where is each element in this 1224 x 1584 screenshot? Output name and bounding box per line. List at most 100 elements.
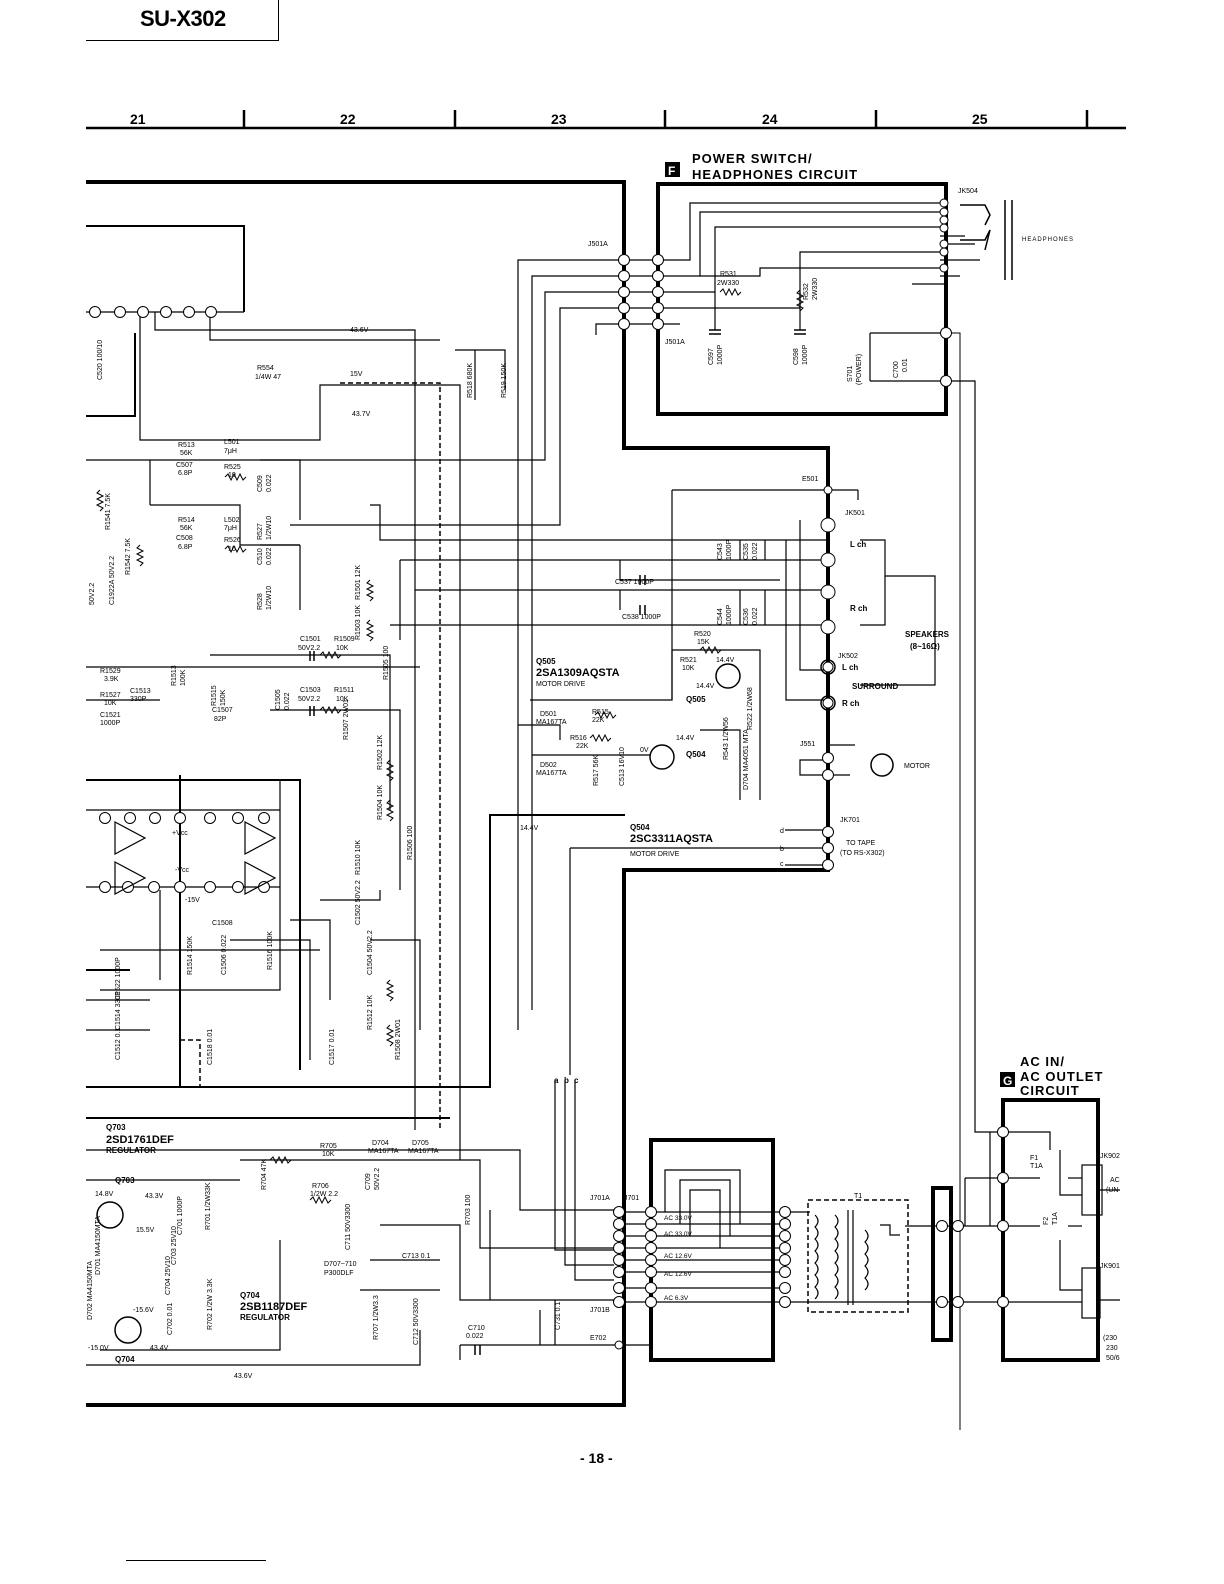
label-t1: T1 bbox=[854, 1193, 862, 1200]
label-d707-710-v: P300DLF bbox=[324, 1270, 354, 1277]
label-d705: D705 bbox=[412, 1140, 429, 1147]
label-c535: C535 bbox=[743, 543, 750, 560]
label-r701: R701 1/2W33K bbox=[205, 1182, 212, 1230]
grid-col-24: 24 bbox=[762, 111, 778, 127]
label-c543: C543 bbox=[717, 543, 724, 560]
label-v15n: -15V bbox=[185, 897, 200, 904]
label-un-side: (UN bbox=[1106, 1187, 1118, 1194]
label-r1527: R1527 bbox=[100, 692, 121, 699]
label-c598: C598 bbox=[793, 348, 800, 365]
label-c1508: C1508 bbox=[212, 920, 233, 927]
label-surround: SURROUND bbox=[852, 682, 898, 691]
section-f-title-2: HEADPHONES CIRCUIT bbox=[692, 167, 858, 182]
label-vcc-m: -Vcc bbox=[175, 867, 190, 874]
label-r531-v: 2W330 bbox=[717, 280, 739, 287]
label-d704w: D704 MA4051 MTA bbox=[743, 729, 750, 790]
label-q704-name: Q704 bbox=[240, 1291, 260, 1300]
label-c508-v: 6.8P bbox=[178, 544, 193, 551]
label-d702: D702 MA4150MTA bbox=[87, 1261, 94, 1320]
motor-symbol bbox=[870, 753, 894, 777]
label-v148: 14.8V bbox=[95, 1191, 114, 1198]
transformer bbox=[814, 1210, 900, 1305]
label-volt2: 230 bbox=[1106, 1345, 1118, 1352]
label-q504-desc: MOTOR DRIVE bbox=[630, 851, 680, 858]
label-motor: MOTOR bbox=[904, 763, 930, 770]
label-d704-v: MA167TA bbox=[368, 1148, 399, 1155]
label-r1502: R1502 12K bbox=[377, 735, 384, 770]
q504-symbol bbox=[649, 744, 675, 770]
op-amps bbox=[114, 821, 277, 895]
label-r531: R531 bbox=[720, 271, 737, 278]
label-rch2: R ch bbox=[842, 699, 859, 708]
label-r1541: R1541 7.5K bbox=[105, 493, 112, 530]
label-r1515: R1515 bbox=[211, 685, 218, 706]
label-c1512: C1512 0.1 bbox=[115, 1028, 122, 1060]
label-tape-c: c bbox=[780, 861, 784, 868]
resistors bbox=[95, 287, 805, 1205]
label-l502: L502 bbox=[224, 517, 240, 524]
inner-frames bbox=[86, 225, 625, 1119]
label-r1507: R1507 2W01 bbox=[343, 699, 350, 740]
label-volt1: (230 bbox=[1103, 1335, 1117, 1342]
label-r706-v: 1/2W 2.2 bbox=[310, 1191, 338, 1198]
label-c598-v: 1000P bbox=[802, 344, 809, 365]
label-v434: 43.4V bbox=[150, 1345, 169, 1352]
label-j701a: J701A bbox=[590, 1195, 610, 1202]
label-r526: R526 bbox=[224, 537, 241, 544]
grid-col-22: 22 bbox=[340, 111, 356, 127]
section-f-title-1: POWER SWITCH/ bbox=[692, 151, 813, 166]
label-c710-v: 0.022 bbox=[466, 1333, 484, 1340]
label-r1527-v: 10K bbox=[104, 700, 117, 707]
label-r554-v: 1/4W 47 bbox=[255, 374, 281, 381]
label-c710: C710 bbox=[468, 1325, 485, 1332]
label-c510: C510 bbox=[257, 548, 264, 565]
wiring bbox=[86, 202, 1120, 1430]
label-ac330b: AC 33.0V bbox=[664, 1231, 692, 1238]
label-d704: D704 bbox=[372, 1140, 389, 1147]
label-r532: R532 bbox=[803, 283, 810, 300]
q704-symbol bbox=[114, 1316, 142, 1344]
label-r702: R702 1/2W 3.3K bbox=[207, 1278, 214, 1330]
label-ac126a: AC 12.6V bbox=[664, 1253, 692, 1260]
label-c50v22: 50V2.2 bbox=[89, 583, 96, 605]
label-c700: C700 bbox=[893, 361, 900, 378]
grid-col-25: 25 bbox=[972, 111, 988, 127]
headphone-jack bbox=[960, 200, 1013, 280]
label-v0: 0V bbox=[640, 747, 649, 754]
label-to-tape: TO TAPE bbox=[846, 840, 876, 847]
label-q504-tag: Q504 bbox=[686, 750, 706, 759]
label-j501a: J501A bbox=[588, 241, 608, 248]
label-c520: C520 100/10 bbox=[97, 340, 104, 380]
label-c709-v: 50V2.2 bbox=[374, 1168, 381, 1190]
dashed-lines bbox=[180, 382, 909, 1313]
label-c597-v: 1000P bbox=[717, 344, 724, 365]
label-r707: R707 1/2W3.3 bbox=[373, 1295, 380, 1340]
label-r527: R527 bbox=[257, 523, 264, 540]
label-jk501: JK501 bbox=[845, 510, 865, 517]
label-ac330a: AC 33.0V bbox=[664, 1215, 692, 1222]
label-abc-c: c bbox=[574, 1076, 579, 1085]
label-c538: C538 1000P bbox=[622, 614, 661, 621]
label-ac126b: AC 12.6V bbox=[664, 1271, 692, 1278]
label-r1505: R1505 100 bbox=[383, 646, 390, 680]
label-c702: C702 0.01 bbox=[167, 1303, 174, 1335]
label-speakers: SPEAKERS bbox=[905, 630, 950, 639]
transistors bbox=[96, 659, 894, 1344]
label-r1513-v: 100K bbox=[180, 669, 187, 686]
label-r543: R543 1/2W56 bbox=[723, 717, 730, 760]
label-l501-v: 7μH bbox=[224, 448, 237, 455]
label-c1503: C1503 bbox=[300, 687, 321, 694]
label-c701: C701 1000P bbox=[177, 1196, 184, 1235]
label-v437: 43.7V bbox=[352, 411, 371, 418]
label-c1517: C1517 0.01 bbox=[329, 1029, 336, 1065]
section-f-badge: F bbox=[668, 164, 675, 178]
label-c535-v: 0.022 bbox=[752, 542, 759, 560]
label-r1509: R1509 bbox=[334, 636, 355, 643]
label-c1513-v: 330P bbox=[130, 696, 147, 703]
label-c1513: C1513 bbox=[130, 688, 151, 695]
label-r525-v: 10 bbox=[228, 472, 236, 479]
label-q704-desc: REGULATOR bbox=[240, 1313, 290, 1322]
label-c713: C713 0.1 bbox=[402, 1253, 431, 1260]
label-lch2: L ch bbox=[842, 663, 858, 672]
label-r527-v: 1/2W10 bbox=[266, 516, 273, 540]
